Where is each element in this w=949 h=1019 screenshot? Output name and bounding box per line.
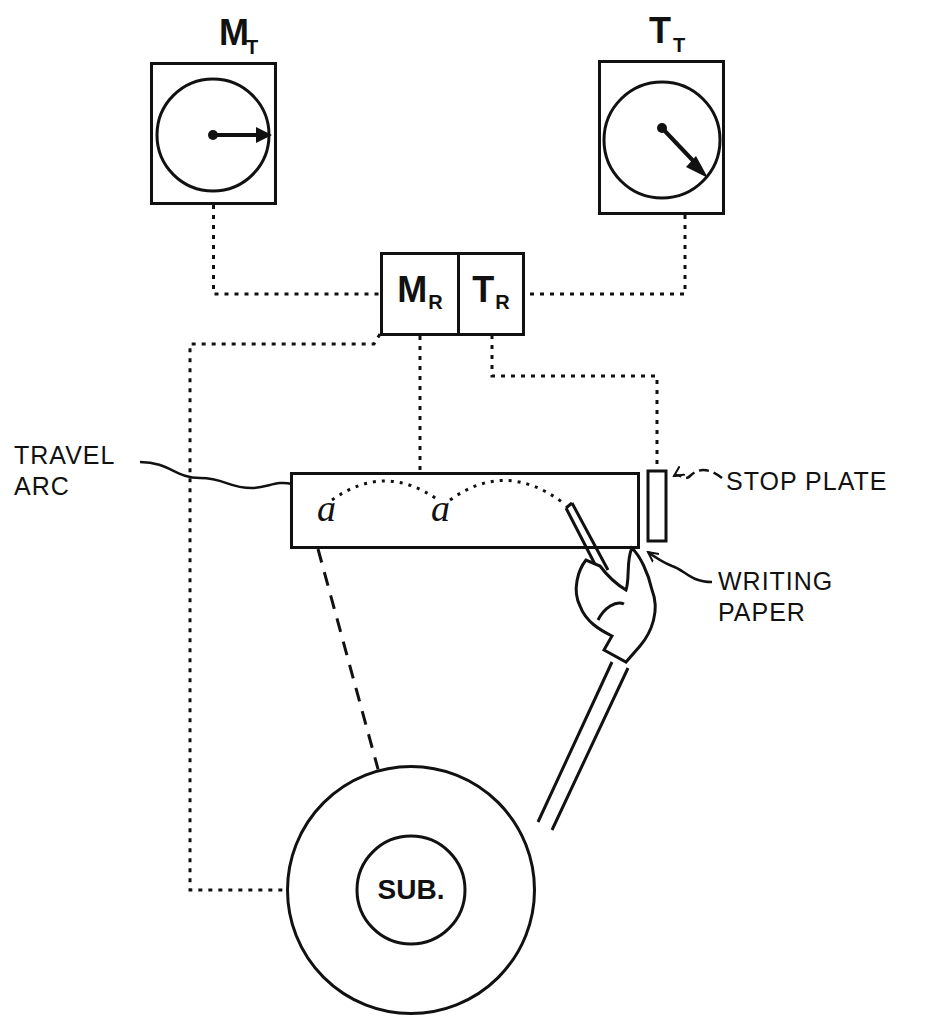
timer-dial [604, 82, 720, 198]
relay-letter: T [472, 272, 494, 308]
wire-connector [190, 334, 380, 890]
needle-head [686, 156, 708, 178]
box-heading: M [219, 15, 249, 51]
box-heading: T [649, 13, 671, 49]
subject-label: SUB. [378, 876, 445, 904]
heading-subscript: T [673, 35, 685, 55]
timer-relay-box: TR [457, 252, 525, 336]
leader-line [674, 470, 722, 478]
heading-subscript: T [246, 37, 258, 57]
leader-line [648, 552, 712, 582]
relay-letter: M [397, 272, 427, 308]
callout-label: WRITING PAPER [718, 566, 888, 629]
stop-plate [648, 471, 666, 541]
relay-subscript: R [428, 292, 442, 312]
stop-plate-wire [492, 335, 657, 471]
subject-inner-circle [357, 836, 465, 944]
handwritten-letter: a [431, 489, 450, 527]
subject-circle: SUB. [286, 765, 536, 1015]
needle-head [256, 127, 272, 143]
callout-label: TRAVEL ARC [14, 440, 139, 503]
timer-box: TT [598, 60, 725, 215]
wire-connector [419, 336, 422, 472]
wire-connector [214, 205, 381, 294]
callout-label: STOP PLATE [726, 466, 941, 497]
meter-relay-box: MR [380, 252, 460, 336]
arm [538, 662, 628, 830]
relay-subscript: R [495, 292, 509, 312]
hand [576, 548, 655, 662]
wire-connector [318, 549, 378, 769]
meter-dial [157, 79, 269, 191]
dial-needle [213, 133, 262, 137]
writing-paper-bar: aa [290, 472, 640, 549]
meter-box: MT [150, 62, 277, 205]
leader-line [140, 462, 292, 488]
handwritten-letter: a [317, 489, 336, 527]
wire-connector [525, 215, 685, 294]
